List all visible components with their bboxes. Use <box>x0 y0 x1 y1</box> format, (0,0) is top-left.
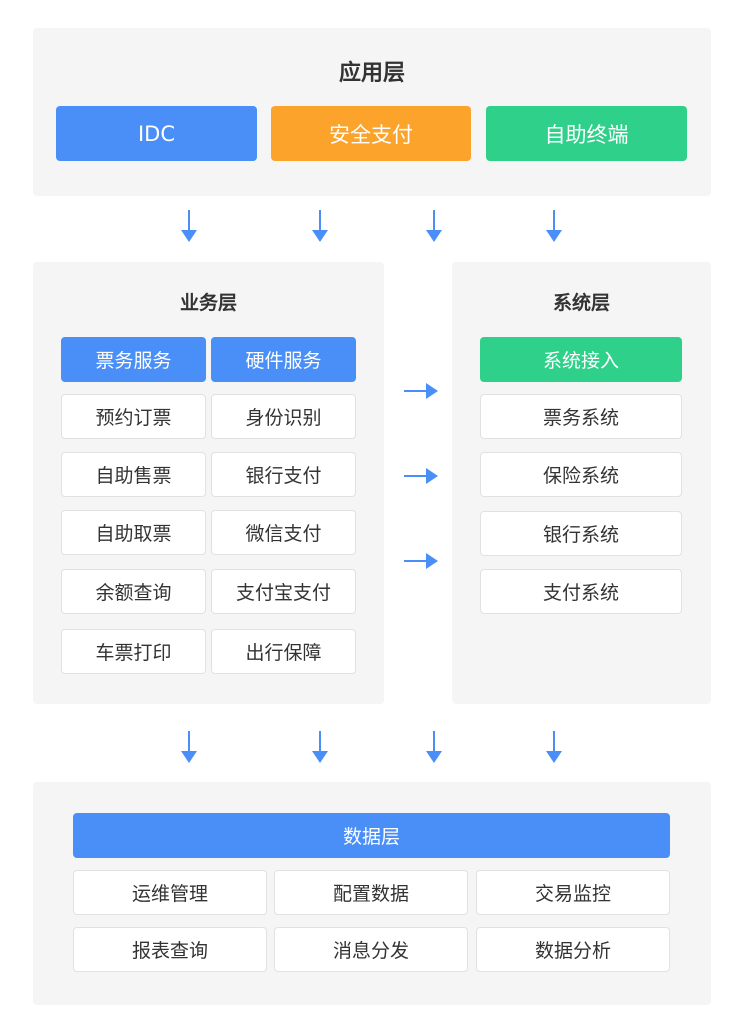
arrow-right-icon <box>404 468 438 484</box>
system-item: 支付系统 <box>480 569 682 614</box>
business-header-hardware-service: 硬件服务 <box>211 337 356 382</box>
app-item-idc: IDC <box>56 106 257 161</box>
business-item: 自助取票 <box>61 510 206 555</box>
business-header-ticket-service: 票务服务 <box>61 337 206 382</box>
arrow-down-icon <box>312 210 328 242</box>
application-layer-title: 应用层 <box>338 61 405 86</box>
arrow-down-icon <box>312 731 328 763</box>
data-item: 消息分发 <box>274 927 468 972</box>
arrow-down-icon <box>546 210 562 242</box>
arrow-down-icon <box>426 210 442 242</box>
arrow-down-icon <box>181 210 197 242</box>
arrow-down-icon <box>426 731 442 763</box>
system-item: 银行系统 <box>480 511 682 556</box>
app-item-self-service-terminal: 自助终端 <box>486 106 687 161</box>
business-item: 预约订票 <box>61 394 206 439</box>
data-item: 交易监控 <box>476 870 670 915</box>
data-layer-panel: 数据层 运维管理 配置数据 交易监控 报表查询 消息分发 数据分析 <box>33 782 711 1005</box>
business-item: 自助售票 <box>61 452 206 497</box>
business-item: 余额查询 <box>61 569 206 614</box>
arrow-down-icon <box>546 731 562 763</box>
data-item: 运维管理 <box>73 870 267 915</box>
app-item-secure-payment: 安全支付 <box>271 106 471 161</box>
data-layer-title: 数据层 <box>73 813 670 858</box>
business-item: 支付宝支付 <box>211 569 356 614</box>
business-item: 银行支付 <box>211 452 356 497</box>
business-layer-panel: 业务层 票务服务 硬件服务 预约订票 身份识别 自助售票 银行支付 自助取票 微… <box>33 262 384 704</box>
application-layer-panel: 应用层 IDC 安全支付 自助终端 <box>33 28 711 196</box>
business-item: 出行保障 <box>211 629 356 674</box>
data-item: 报表查询 <box>73 927 267 972</box>
business-item: 身份识别 <box>211 394 356 439</box>
system-layer-title: 系统层 <box>552 292 610 314</box>
data-item: 数据分析 <box>476 927 670 972</box>
business-layer-title: 业务层 <box>179 292 237 314</box>
system-item: 保险系统 <box>480 452 682 497</box>
business-item: 车票打印 <box>61 629 206 674</box>
arrow-down-icon <box>181 731 197 763</box>
arrow-right-icon <box>404 553 438 569</box>
system-header-access: 系统接入 <box>480 337 682 382</box>
business-item: 微信支付 <box>211 510 356 555</box>
system-item: 票务系统 <box>480 394 682 439</box>
system-layer-panel: 系统层 系统接入 票务系统 保险系统 银行系统 支付系统 <box>452 262 711 704</box>
arrow-right-icon <box>404 383 438 399</box>
data-item: 配置数据 <box>274 870 468 915</box>
